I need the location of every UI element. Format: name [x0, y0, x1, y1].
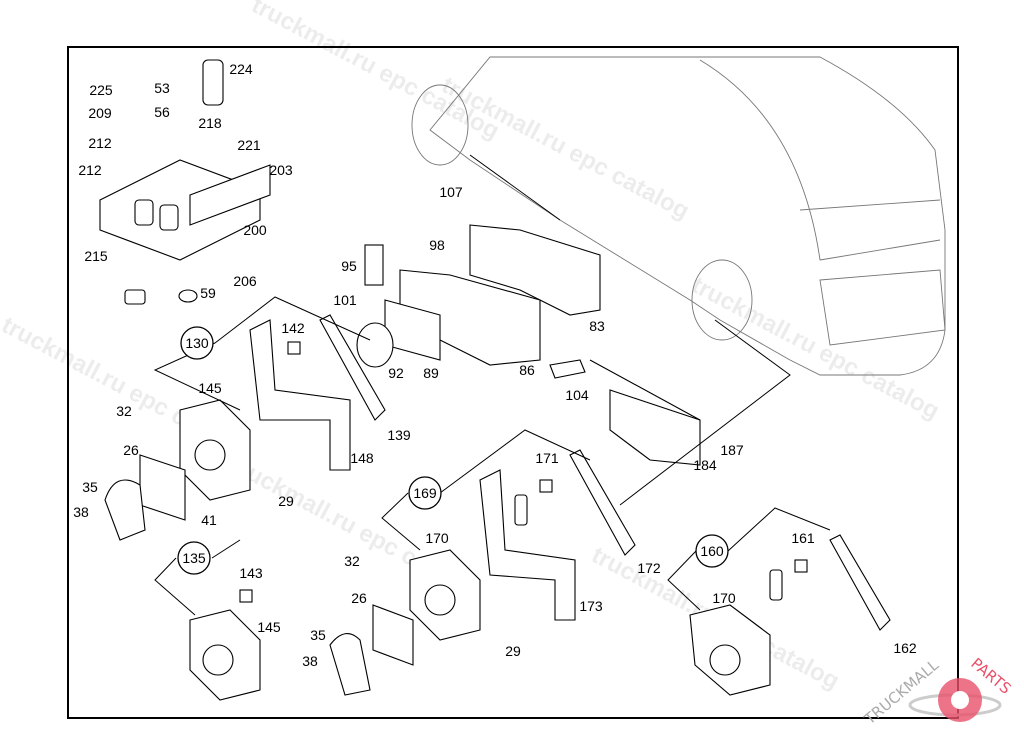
valve-170-mid	[409, 549, 481, 641]
callout-32: 32	[344, 553, 360, 569]
callout-41: 41	[201, 512, 217, 528]
callout-206: 206	[233, 273, 257, 289]
callout-170: 170	[712, 590, 736, 606]
callout-203: 203	[269, 162, 293, 178]
part-95	[364, 244, 384, 286]
valve-145-upper	[179, 399, 251, 501]
callout-32: 32	[116, 403, 132, 419]
callout-145: 145	[198, 380, 222, 396]
callout-38: 38	[73, 504, 89, 520]
callout-162: 162	[893, 640, 917, 656]
callout-89: 89	[423, 365, 439, 381]
rod-162	[829, 534, 891, 631]
callout-26: 26	[123, 442, 139, 458]
callout-139: 139	[387, 427, 411, 443]
callout-218: 218	[198, 115, 222, 131]
callout-170: 170	[425, 530, 449, 546]
valve-145-lower	[189, 609, 261, 701]
callout-35: 35	[82, 479, 98, 495]
valve-170-right	[689, 604, 771, 696]
callout-53: 53	[154, 80, 170, 96]
watermark-text: truckmall.ru epc catalog	[437, 71, 693, 224]
cover-35b	[329, 633, 371, 696]
bracket-83	[469, 224, 601, 316]
group-callout-label: 135	[182, 550, 206, 566]
gasket-26b	[372, 604, 414, 666]
watermark-text: truckmall.ru epc catalog	[687, 271, 943, 424]
callout-221: 221	[237, 137, 261, 153]
connector	[124, 289, 146, 305]
callout-209: 209	[88, 105, 112, 121]
group-callout-label: 130	[185, 335, 209, 351]
callout-56: 56	[154, 104, 170, 120]
callout-173: 173	[579, 598, 603, 614]
callout-26: 26	[351, 590, 367, 606]
callout-200: 200	[243, 222, 267, 238]
callout-86: 86	[519, 362, 535, 378]
parts	[99, 59, 891, 701]
callout-59: 59	[200, 285, 216, 301]
rod-172	[569, 449, 636, 556]
callout-224: 224	[229, 61, 253, 77]
callout-184: 184	[693, 457, 717, 473]
callout-212: 212	[88, 135, 112, 151]
callout-98: 98	[429, 237, 445, 253]
watermark-text: truckmall.ru epc catalog	[247, 0, 503, 145]
callout-104: 104	[565, 387, 589, 403]
callout-labels: 224 225 53 209 56 218 212 221 212 203 200 215 206 59 1…	[73, 61, 917, 669]
callout-172: 172	[637, 560, 661, 576]
callout-161: 161	[791, 530, 815, 546]
callout-107: 107	[439, 184, 463, 200]
callout-95: 95	[341, 258, 357, 274]
group-callout-160: 160	[695, 534, 729, 568]
rod-139	[319, 314, 386, 421]
callout-92: 92	[388, 365, 404, 381]
callout-101: 101	[333, 292, 357, 308]
callout-142: 142	[281, 320, 305, 336]
callout-145: 145	[257, 619, 281, 635]
leader-lines	[153, 154, 831, 616]
group-callout-label: 160	[700, 543, 724, 559]
gasket-26	[139, 454, 186, 521]
callout-212: 212	[78, 162, 102, 178]
callout-148: 148	[350, 450, 374, 466]
callout-29: 29	[505, 643, 521, 659]
diagram-frame	[67, 46, 959, 719]
bracket-173	[479, 469, 576, 621]
callout-29: 29	[278, 493, 294, 509]
valve-block	[99, 159, 261, 261]
group-callout-135: 135	[177, 541, 211, 575]
group-callouts: 130 169 160 135	[177, 326, 729, 575]
callout-171: 171	[535, 450, 559, 466]
solenoid	[189, 164, 271, 226]
callout-38: 38	[302, 653, 318, 669]
group-callout-169: 169	[408, 476, 442, 510]
callout-35: 35	[310, 627, 326, 643]
callout-83: 83	[589, 318, 605, 334]
callout-143: 143	[239, 565, 263, 581]
group-callout-130: 130	[180, 326, 214, 360]
callout-187: 187	[720, 442, 744, 458]
callout-215: 215	[84, 248, 108, 264]
callout-225: 225	[89, 82, 113, 98]
bracket-148	[249, 319, 351, 471]
cap	[202, 59, 224, 106]
cover-35	[104, 479, 146, 541]
group-callout-label: 169	[413, 485, 437, 501]
vehicle-outline	[411, 56, 946, 376]
